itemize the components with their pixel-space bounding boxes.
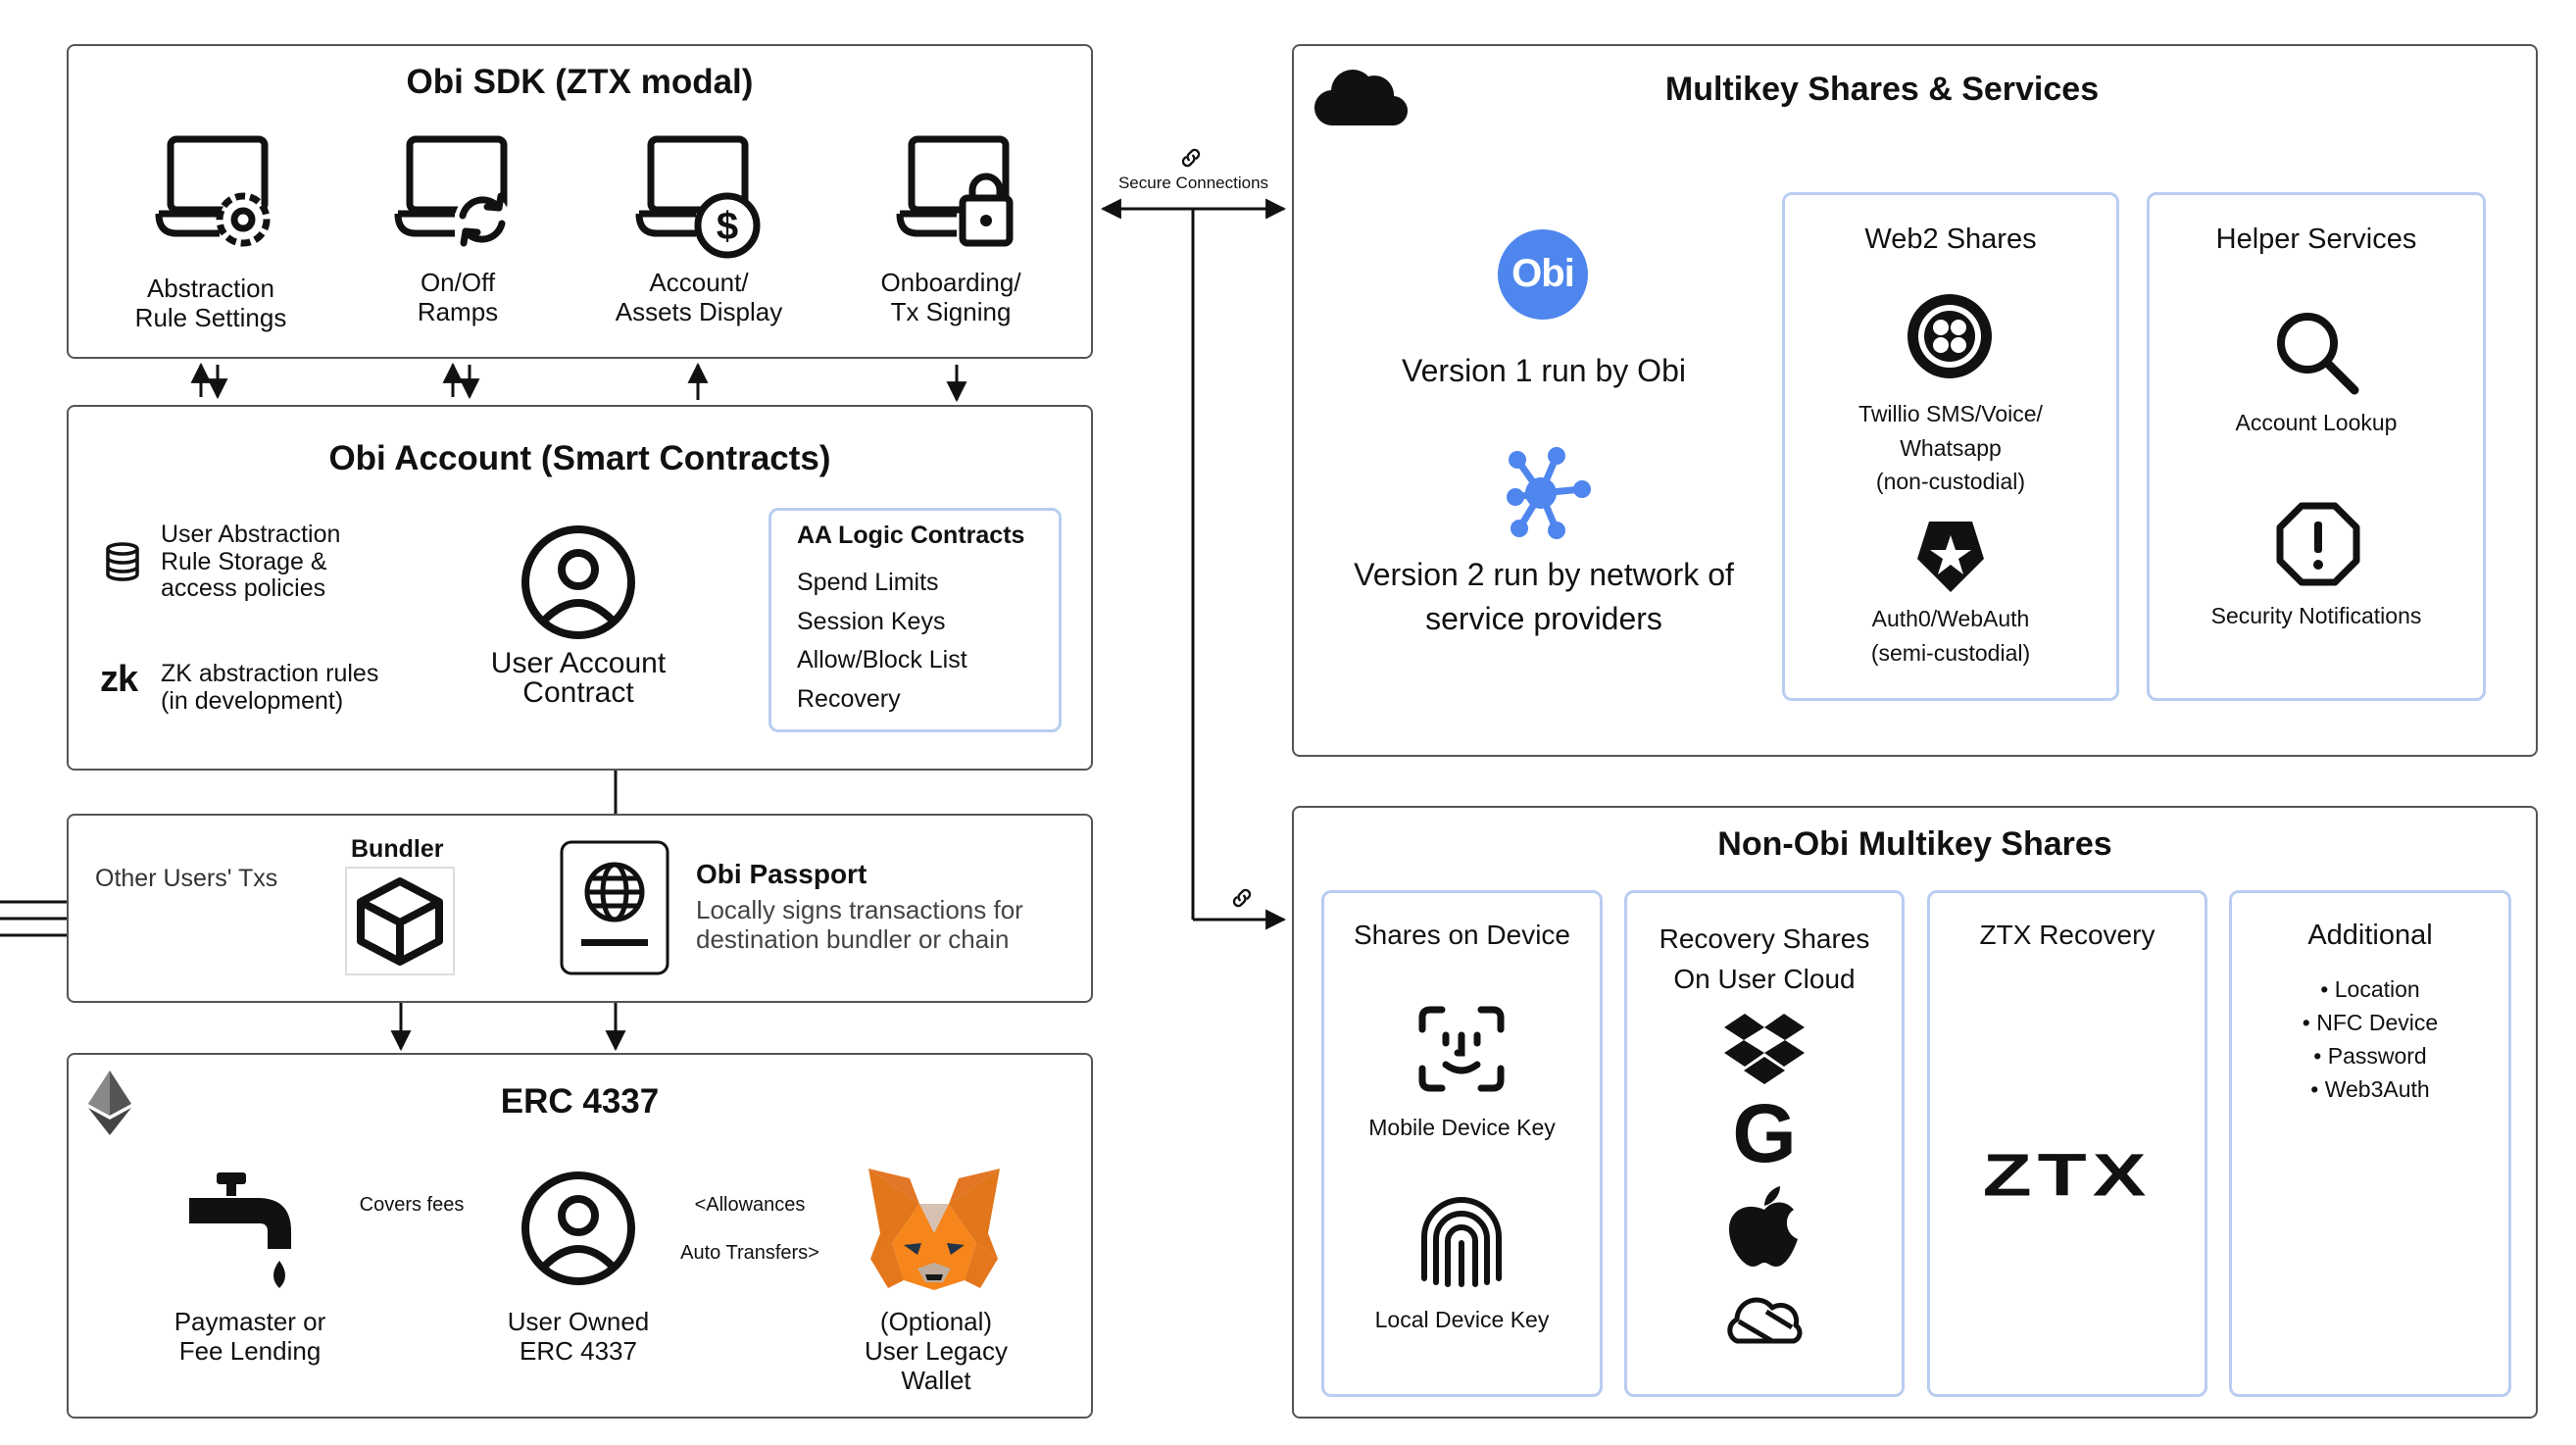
- dropbox-icon: [1724, 1014, 1805, 1084]
- faucet-icon: [189, 1172, 291, 1288]
- onedrive-icon: [1727, 1297, 1803, 1344]
- bundler-label: Bundler: [351, 835, 444, 863]
- helper-services-panel: [2147, 192, 2486, 701]
- fingerprint-icon: [1421, 1197, 1502, 1287]
- passport-icon: [560, 840, 669, 975]
- user-circle-icon: [521, 525, 635, 639]
- multikey-title: Multikey Shares & Services: [1664, 71, 2100, 108]
- aa-logic-contracts-panel: [768, 508, 1062, 732]
- cube-icon: [357, 877, 443, 966]
- auth0-label: Auth0/WebAuth (semi-custodial): [1870, 606, 2031, 666]
- zk-rules-label: ZK abstraction rules (in development): [161, 660, 379, 715]
- obi-logo: [1498, 229, 1588, 320]
- additional-item: • NFC Device: [2302, 1010, 2439, 1035]
- ztx-recovery-panel: [1927, 890, 2207, 1397]
- sdk-item-label: Abstraction Rule Settings: [134, 274, 287, 332]
- laptop-gear-icon: [155, 135, 271, 247]
- sdk-title: Obi SDK (ZTX modal): [406, 63, 754, 101]
- search-icon: [2277, 313, 2359, 395]
- auto-transfers-label: Auto Transfers>: [680, 1242, 819, 1264]
- twilio-icon: [1907, 294, 1992, 378]
- secure-connections-label: Secure Connections: [1117, 174, 1269, 192]
- helper-title: Helper Services: [2215, 224, 2417, 255]
- google-icon: G: [1732, 1087, 1797, 1179]
- version-2-label: Version 2 run by network of service prov…: [1354, 557, 1734, 636]
- covers-fees-label: Covers fees: [359, 1194, 465, 1216]
- warning-octagon-icon: [2276, 502, 2360, 586]
- aa-logic-item: Spend Limits: [797, 569, 939, 596]
- aa-logic-item: Session Keys: [797, 608, 946, 635]
- user-circle-icon: [521, 1171, 635, 1285]
- legacy-wallet-label: (Optional) User Legacy Wallet: [865, 1307, 1008, 1395]
- web2-shares-panel: [1782, 192, 2119, 701]
- network-nodes-icon: [1507, 447, 1591, 539]
- cloud-icon: [1313, 70, 1409, 126]
- local-device-key-label: Local Device Key: [1374, 1307, 1550, 1332]
- cloud-title: Recovery Shares On User Cloud: [1659, 923, 1870, 994]
- sdk-item-label: On/Off Ramps: [417, 268, 499, 326]
- bundler-box: [345, 867, 455, 975]
- additional-item: • Location: [2320, 976, 2420, 1002]
- ztx-title: ZTX Recovery: [1979, 920, 2155, 950]
- device-title: Shares on Device: [1353, 920, 1570, 950]
- version-1-label: Version 1 run by Obi: [1402, 353, 1686, 388]
- metamask-fox-icon: [868, 1169, 1000, 1290]
- additional-item: • Password: [2313, 1043, 2427, 1069]
- laptop-lock-icon: [896, 135, 1014, 247]
- allowances-label: <Allowances: [694, 1194, 806, 1216]
- svg-text:$: $: [717, 205, 738, 248]
- passport-description: Locally signs transactions for destinati…: [696, 895, 1023, 954]
- account-title: Obi Account (Smart Contracts): [328, 439, 831, 477]
- link-icon: [1232, 888, 1252, 908]
- twilio-label: Twillio SMS/Voice/ Whatsapp (non-custodi…: [1858, 401, 2043, 494]
- aa-logic-title: AA Logic Contracts: [797, 522, 1025, 549]
- ztx-logo: ZTX: [1982, 1141, 2153, 1209]
- mobile-device-key-label: Mobile Device Key: [1368, 1115, 1556, 1140]
- other-users-txs-label: Other Users' Txs: [95, 865, 278, 892]
- user-owned-erc-label: User Owned ERC 4337: [507, 1307, 650, 1366]
- non-obi-title: Non-Obi Multikey Shares: [1717, 825, 2112, 863]
- laptop-refresh-icon: [394, 135, 510, 247]
- security-notifications-label: Security Notifications: [2210, 603, 2422, 628]
- additional-title: Additional: [2307, 920, 2433, 951]
- auth0-icon: [1917, 522, 1984, 592]
- database-icon: [106, 542, 139, 581]
- rule-storage-label: User Abstraction Rule Storage & access p…: [161, 521, 341, 602]
- web2-title: Web2 Shares: [1864, 224, 2037, 255]
- zk-icon: zk: [100, 659, 138, 700]
- account-lookup-label: Account Lookup: [2235, 410, 2398, 435]
- obi-logo-text: Obi: [1511, 252, 1575, 295]
- face-id-icon: [1418, 1006, 1505, 1092]
- apple-icon: [1729, 1186, 1798, 1267]
- ethereum-icon: [88, 1071, 131, 1135]
- sdk-item-label: Onboarding/ Tx Signing: [880, 268, 1021, 326]
- link-icon: [1181, 148, 1201, 168]
- passport-title: Obi Passport: [696, 859, 867, 889]
- paymaster-label: Paymaster or Fee Lending: [173, 1307, 326, 1366]
- additional-item: • Web3Auth: [2310, 1076, 2430, 1102]
- laptop-dollar-icon: $: [635, 135, 761, 259]
- aa-logic-item: Allow/Block List: [797, 646, 967, 673]
- additional-panel: [2229, 890, 2511, 1397]
- recovery-cloud-panel: [1624, 890, 1905, 1397]
- erc-title: ERC 4337: [500, 1082, 660, 1121]
- user-account-contract-label: User Account Contract: [490, 647, 667, 709]
- sdk-item-label: Account/ Assets Display: [615, 268, 783, 326]
- aa-logic-item: Recovery: [797, 685, 901, 713]
- shares-on-device-panel: [1321, 890, 1603, 1397]
